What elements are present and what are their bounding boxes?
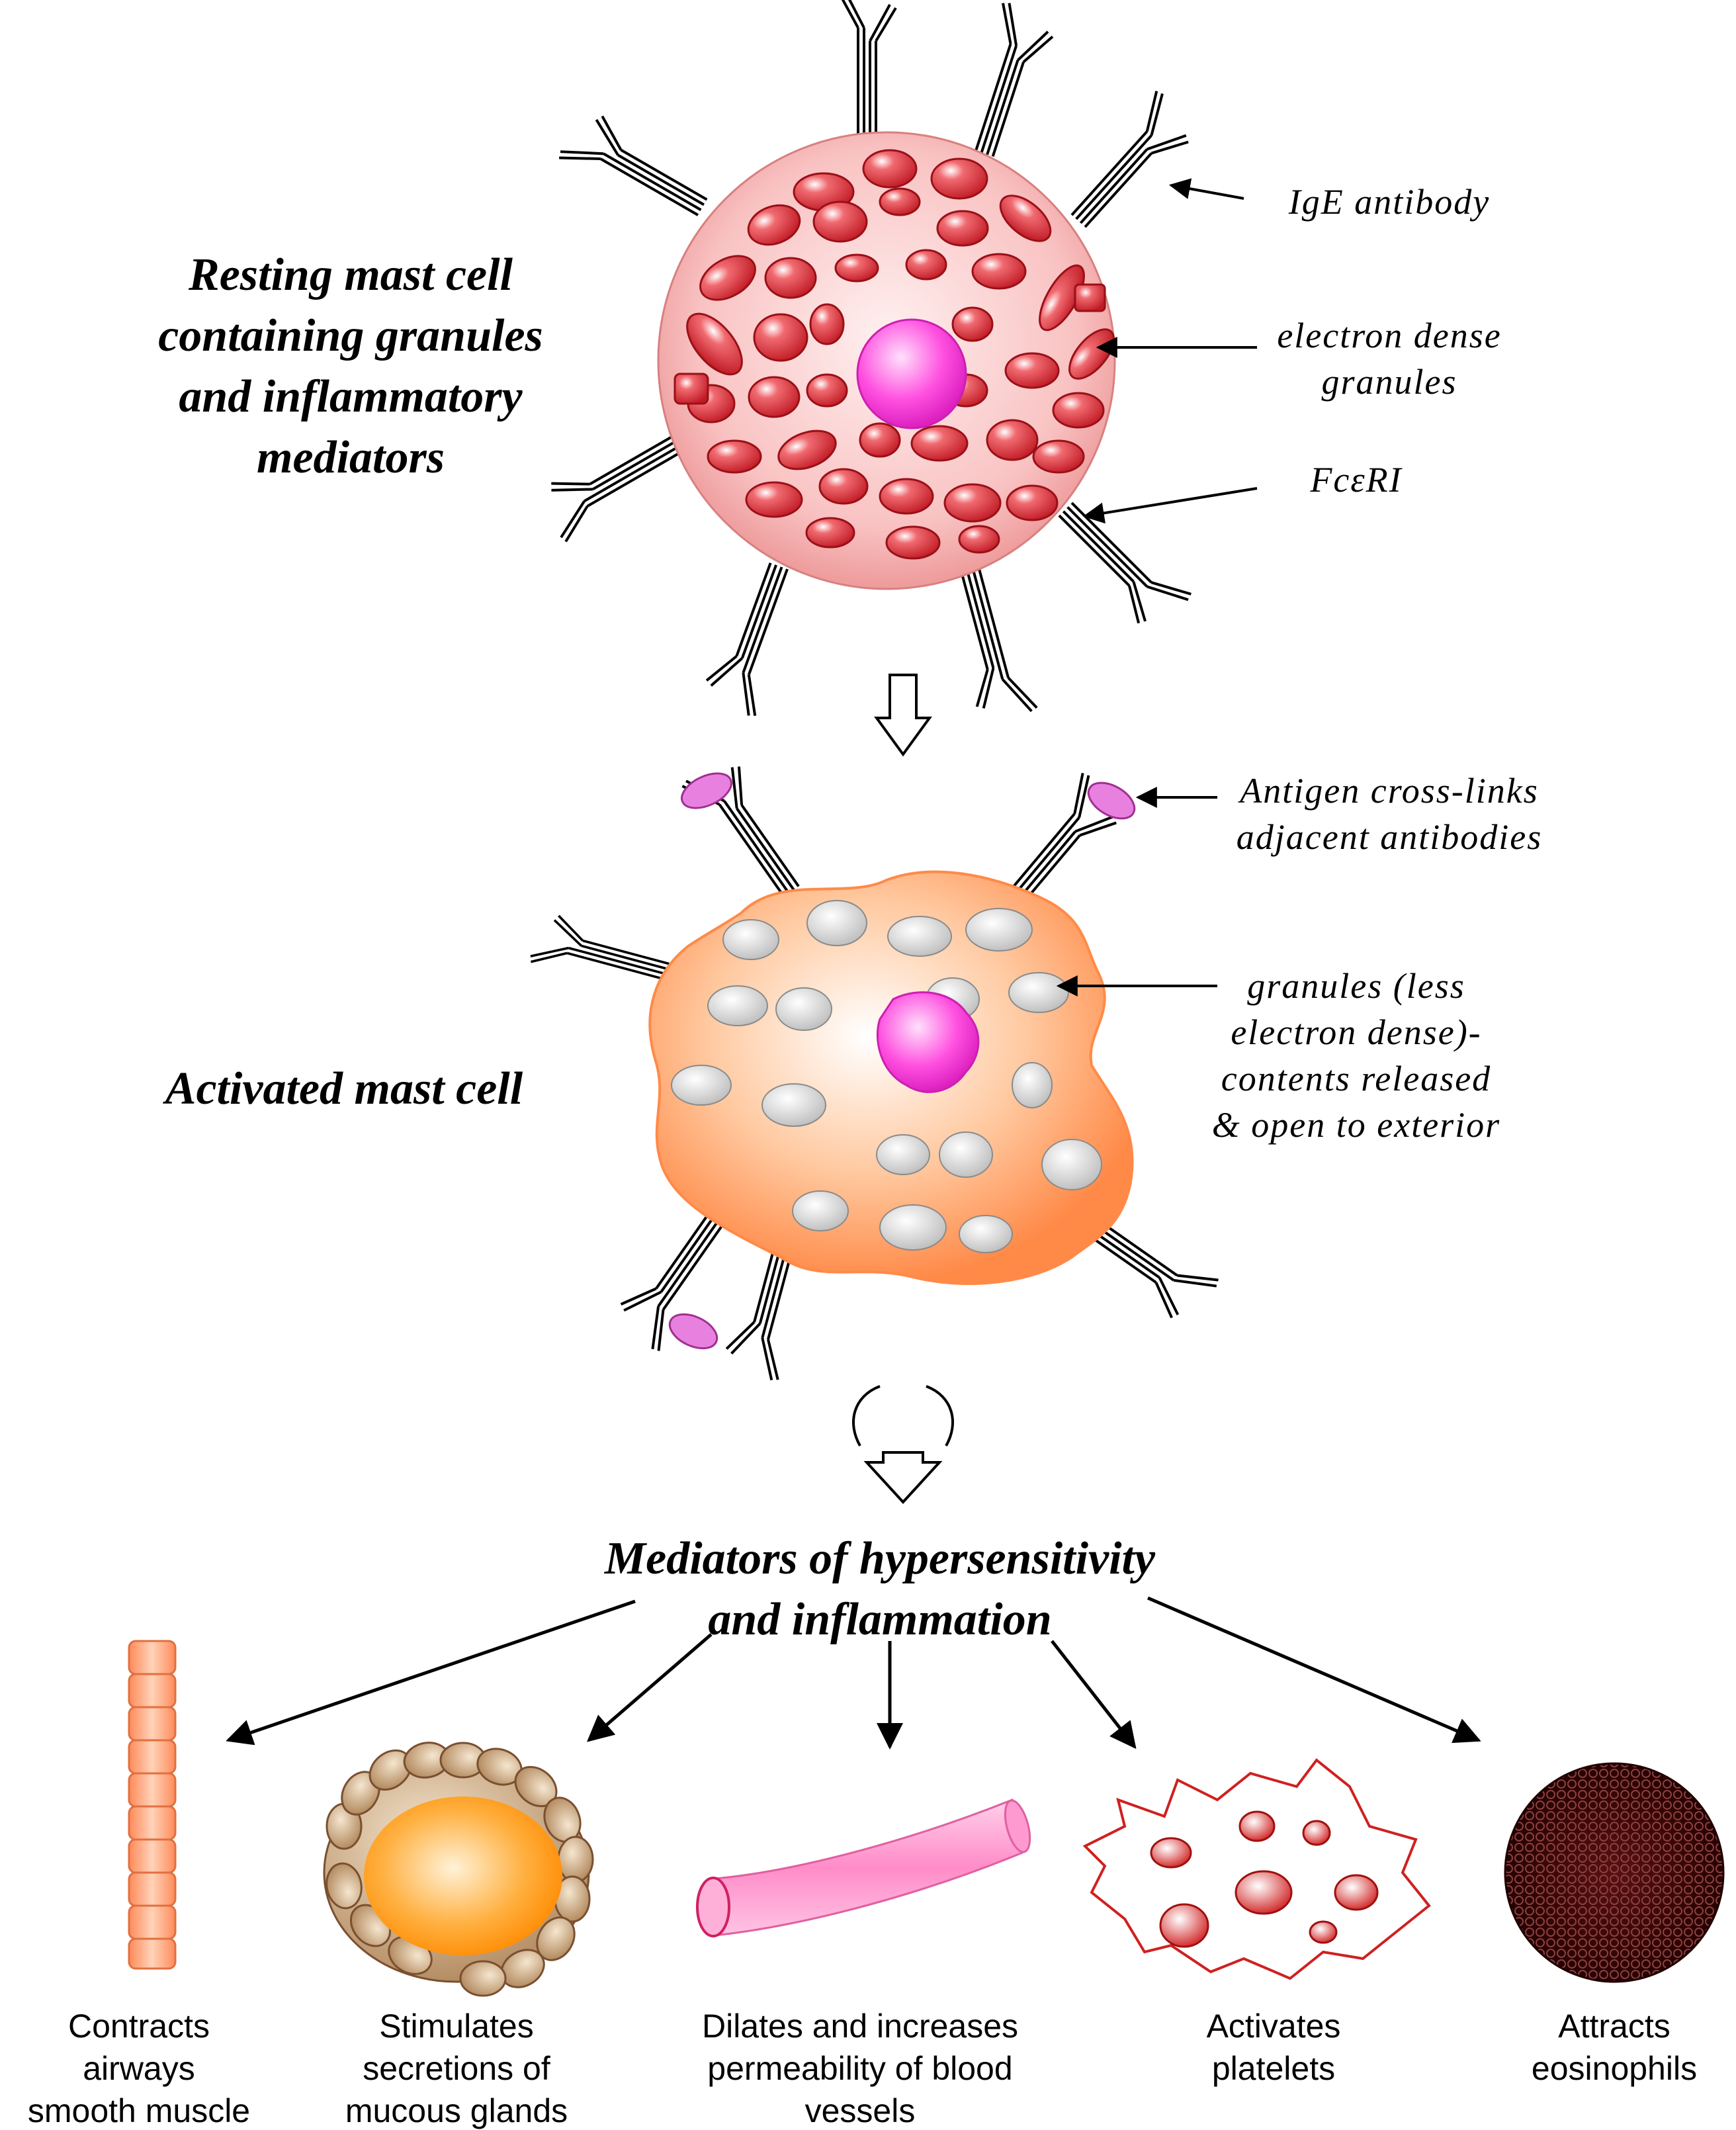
mediators-title-line-2: and inflammation (708, 1594, 1052, 1645)
receptor-label-text: FcεRI (1310, 460, 1403, 500)
release-curve-right (926, 1385, 954, 1446)
mediator-arrows (226, 1596, 1481, 1750)
activated-granules (671, 900, 1102, 1253)
mediators-title-line-1: Mediators of hypersensitivity (604, 1533, 1156, 1584)
activated-title-text: Activated mast cell (165, 1063, 523, 1114)
down-arrow-icon (874, 674, 932, 757)
resting-mast-cell (534, 0, 1202, 726)
resting-title-line-3: and inflammatory (179, 371, 523, 422)
smooth-muscle-icon (128, 1640, 177, 1970)
effect-3-line-2: permeability of blood (707, 2050, 1013, 2087)
activated-granules-line-3: contents released (1221, 1059, 1492, 1098)
effect-eosinophils: Attracts eosinophils (1508, 2005, 1720, 2090)
antigen-label-line-2: adjacent antibodies (1236, 817, 1543, 857)
resting-title-line-4: mediators (257, 432, 445, 483)
activated-granules-line-4: & open to exterior (1211, 1105, 1501, 1145)
electron-dense-granules-label: electron dense granules (1244, 312, 1535, 405)
effect-4-line-1: Activates (1206, 2008, 1341, 2045)
effect-2-line-2: secretions of (363, 2050, 550, 2087)
granules-label-line-1: electron dense (1277, 316, 1502, 355)
antigen-label: Antigen cross-links adjacent antibodies (1211, 768, 1568, 860)
antigen-icons (668, 772, 1136, 1350)
effect-5-line-1: Attracts (1558, 2008, 1671, 2045)
release-curve-left (852, 1385, 881, 1446)
resting-title-line-2: containing granules (158, 310, 543, 361)
activated-mast-cell (528, 750, 1221, 1383)
down-arrow-2-icon (863, 1451, 943, 1504)
mucous-gland-icon (323, 1742, 594, 1997)
ige-arrow (1168, 178, 1244, 200)
effect-smooth-muscle: Contracts airways smooth muscle (26, 2005, 251, 2130)
platelet-icon (1082, 1758, 1431, 1980)
antigen-label-line-1: Antigen cross-links (1240, 771, 1539, 811)
activated-granules-label: granules (less electron dense)- contents… (1184, 963, 1528, 1148)
activated-cell-body (648, 870, 1134, 1285)
mediators-title: Mediators of hypersensitivity and inflam… (549, 1529, 1211, 1650)
effect-platelets: Activates platelets (1164, 2005, 1383, 2090)
eosinophil-icon (1504, 1762, 1725, 1983)
ige-label: IgE antibody (1250, 179, 1528, 225)
resting-granules (673, 149, 1115, 560)
activated-granules-line-2: electron dense)- (1231, 1012, 1482, 1052)
granules-label-line-2: granules (1321, 362, 1457, 402)
effect-3-line-3: vessels (804, 2092, 916, 2129)
activated-nucleus (876, 991, 980, 1093)
effect-1-line-1: Contracts (68, 2008, 210, 2045)
effect-5-line-2: eosinophils (1531, 2050, 1698, 2087)
ige-label-text: IgE antibody (1288, 182, 1491, 222)
resting-title-line-1: Resting mast cell (189, 249, 513, 300)
effect-blood-vessels: Dilates and increases permeability of bl… (668, 2005, 1052, 2130)
activated-title: Activated mast cell (106, 1059, 582, 1120)
effect-1-line-2: airways (83, 2050, 195, 2087)
effect-2-line-1: Stimulates (379, 2008, 534, 2045)
activated-granules-line-1: granules (less (1247, 966, 1465, 1006)
resting-nucleus (856, 318, 967, 429)
effect-1-line-3: smooth muscle (27, 2092, 251, 2129)
receptor-label: FcεRI (1257, 457, 1455, 503)
blood-vessel-icon (696, 1798, 1031, 1937)
effect-2-line-3: mucous glands (345, 2092, 568, 2129)
resting-title: Resting mast cell containing granules an… (112, 245, 589, 488)
effect-mucous-glands: Stimulates secretions of mucous glands (331, 2005, 582, 2130)
receptor-arrow (1082, 487, 1258, 524)
effect-3-line-1: Dilates and increases (701, 2008, 1019, 2045)
effect-4-line-2: platelets (1211, 2050, 1336, 2087)
